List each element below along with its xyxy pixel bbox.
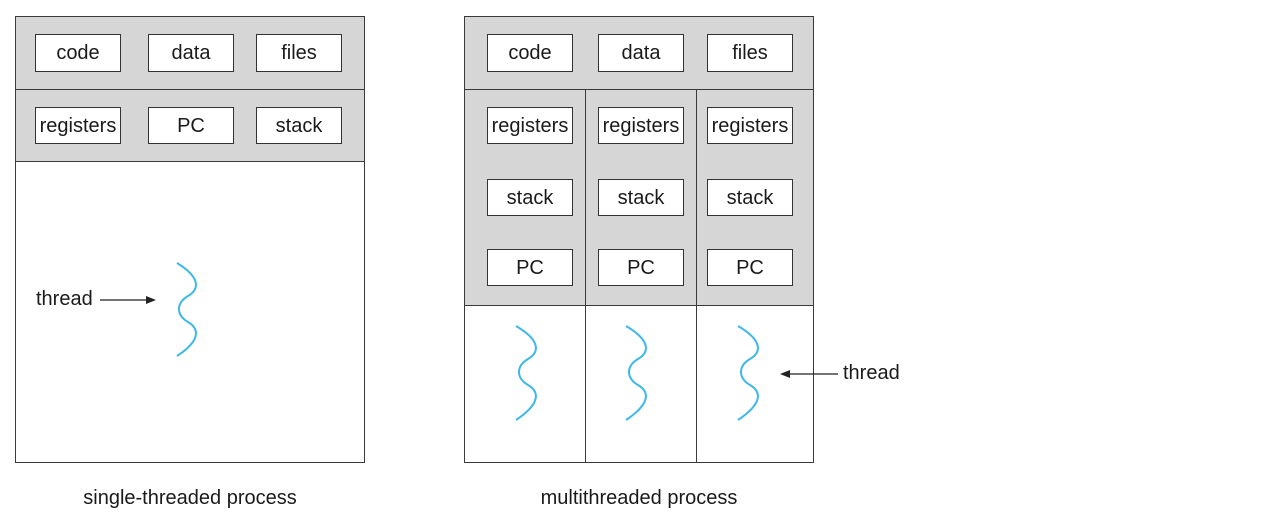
multi-files-box: files (707, 34, 793, 72)
multi-data-box: data (598, 34, 684, 72)
single-data-box: data (148, 34, 234, 72)
single-stack-box: stack (256, 107, 342, 144)
thread-divider (696, 90, 697, 462)
thread3-wave-icon (737, 325, 759, 421)
single-thread-label: thread (36, 288, 93, 310)
multi-thread-resources: registers stack PC registers stack PC re… (465, 90, 813, 306)
thread2-registers-box: registers (598, 107, 684, 144)
multi-thread-label: thread (843, 362, 900, 384)
thread-divider (585, 90, 586, 462)
multi-code-box: code (487, 34, 573, 72)
thread1-stack-box: stack (487, 179, 573, 216)
single-files-box: files (256, 34, 342, 72)
single-threaded-process: code data files registers PC stack (15, 16, 365, 463)
multi-process-caption: multithreaded process (540, 487, 738, 509)
thread1-wave-icon (515, 325, 537, 421)
single-pc-box: PC (148, 107, 234, 144)
single-registers-box: registers (35, 107, 121, 144)
single-code-box: code (35, 34, 121, 72)
multi-shared-resources: code data files (465, 17, 813, 90)
single-process-caption: single-threaded process (83, 487, 297, 509)
thread1-registers-box: registers (487, 107, 573, 144)
single-thread-resources: registers PC stack (16, 90, 364, 162)
thread1-pc-box: PC (487, 249, 573, 286)
thread2-stack-box: stack (598, 179, 684, 216)
thread3-pc-box: PC (707, 249, 793, 286)
thread2-wave-icon (625, 325, 647, 421)
single-shared-resources: code data files (16, 17, 364, 90)
thread3-stack-box: stack (707, 179, 793, 216)
thread2-pc-box: PC (598, 249, 684, 286)
thread3-registers-box: registers (707, 107, 793, 144)
